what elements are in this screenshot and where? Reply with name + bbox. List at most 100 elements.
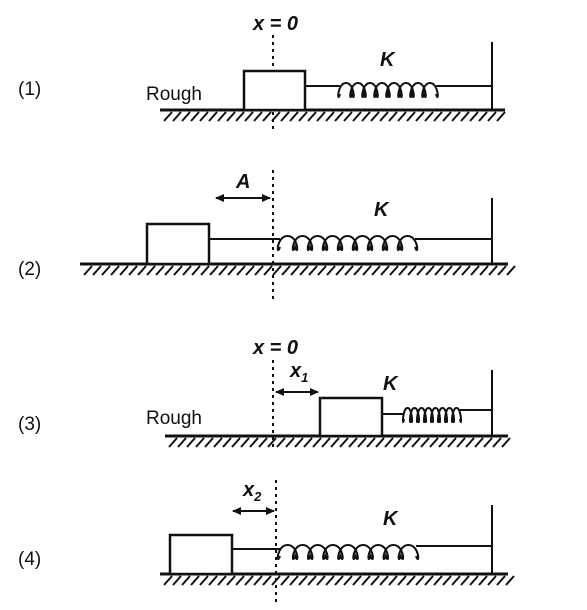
hatch-mark: [325, 111, 335, 122]
hatch-mark: [262, 111, 272, 122]
hatch-mark: [433, 575, 443, 586]
hatch-mark: [474, 437, 484, 448]
hatch-mark: [447, 437, 457, 448]
hatch-mark: [253, 575, 263, 586]
hatch-mark: [177, 437, 187, 448]
panel-2: (2) A K: [18, 170, 516, 300]
hatch-mark: [92, 265, 102, 276]
hatch-mark: [362, 265, 372, 276]
hatch-mark: [294, 437, 304, 448]
hatch-mark: [209, 265, 219, 276]
block: [242, 69, 307, 112]
hatch-mark: [119, 265, 129, 276]
panel-number: (2): [18, 259, 41, 280]
hatch-mark: [348, 437, 358, 448]
hatch-mark: [353, 265, 363, 276]
hatch-mark: [388, 575, 398, 586]
hatch-mark: [334, 111, 344, 122]
hatch-mark: [442, 111, 452, 122]
hatch-mark: [398, 265, 408, 276]
hatch-mark: [478, 575, 488, 586]
hatch-mark: [420, 437, 430, 448]
hatch-mark: [479, 265, 489, 276]
hatch-mark: [168, 437, 178, 448]
hatch-mark: [231, 437, 241, 448]
hatch-mark: [289, 575, 299, 586]
hatch-mark: [190, 111, 200, 122]
hatch-mark: [213, 437, 223, 448]
hatch-mark: [330, 437, 340, 448]
hatch-mark: [402, 437, 412, 448]
panel-1: (1) Rough x = 0 K: [18, 13, 506, 130]
spring-constant-label: K: [380, 49, 396, 71]
spring-coil: [276, 234, 419, 251]
hatch-mark: [128, 265, 138, 276]
displacement-label: x2: [242, 479, 262, 504]
hatch-mark: [253, 111, 263, 122]
hatch-mark: [101, 265, 111, 276]
hatch-mark: [469, 575, 479, 586]
hatch-mark: [461, 265, 471, 276]
hatch-mark: [163, 111, 173, 122]
hatch-mark: [299, 265, 309, 276]
hatch-mark: [366, 437, 376, 448]
hatch-mark: [236, 265, 246, 276]
hatch-mark: [164, 265, 174, 276]
hatch-mark: [397, 111, 407, 122]
hatch-mark: [506, 265, 516, 276]
hatch-mark: [451, 111, 461, 122]
hatch-mark: [334, 575, 344, 586]
hatch-mark: [254, 265, 264, 276]
hatch-mark: [263, 265, 273, 276]
hatch-mark: [389, 265, 399, 276]
hatch-mark: [290, 265, 300, 276]
hatch-mark: [316, 575, 326, 586]
hatch-mark: [407, 265, 417, 276]
hatch-mark: [433, 111, 443, 122]
hatch-mark: [497, 265, 507, 276]
hatch-mark: [317, 265, 327, 276]
hatch-mark: [424, 575, 434, 586]
hatch-mark: [487, 575, 497, 586]
hatch-mark: [505, 575, 515, 586]
hatch-mark: [488, 265, 498, 276]
hatch-mark: [298, 575, 308, 586]
ground-hatching: [83, 265, 516, 276]
panel-number: (1): [18, 79, 41, 100]
hatch-mark: [240, 437, 250, 448]
hatch-mark: [456, 437, 466, 448]
hatch-mark: [272, 265, 282, 276]
hatch-mark: [384, 437, 394, 448]
hatch-mark: [483, 437, 493, 448]
hatch-mark: [357, 437, 367, 448]
spring-constant-label: K: [374, 199, 390, 221]
hatch-mark: [181, 575, 191, 586]
hatch-mark: [496, 111, 506, 122]
ground-hatching: [168, 437, 511, 448]
hatch-mark: [370, 575, 380, 586]
hatch-mark: [227, 265, 237, 276]
hatch-mark: [280, 111, 290, 122]
hatch-mark: [208, 111, 218, 122]
hatch-mark: [415, 575, 425, 586]
spring-coil: [337, 81, 439, 98]
hatch-mark: [303, 437, 313, 448]
spring-coil: [401, 406, 463, 423]
hatch-mark: [244, 111, 254, 122]
hatch-mark: [172, 111, 182, 122]
hatch-mark: [146, 265, 156, 276]
hatch-mark: [110, 265, 120, 276]
hatch-mark: [316, 111, 326, 122]
hatch-mark: [424, 111, 434, 122]
hatch-mark: [326, 265, 336, 276]
displacement-label: x1: [289, 360, 308, 385]
hatch-mark: [388, 111, 398, 122]
hatch-mark: [361, 111, 371, 122]
hatch-mark: [137, 265, 147, 276]
hatch-mark: [281, 265, 291, 276]
ground-hatching: [163, 575, 515, 586]
hatch-mark: [208, 575, 218, 586]
hatch-mark: [181, 111, 191, 122]
hatch-mark: [393, 437, 403, 448]
panel-4: (4) K x2: [18, 479, 515, 605]
